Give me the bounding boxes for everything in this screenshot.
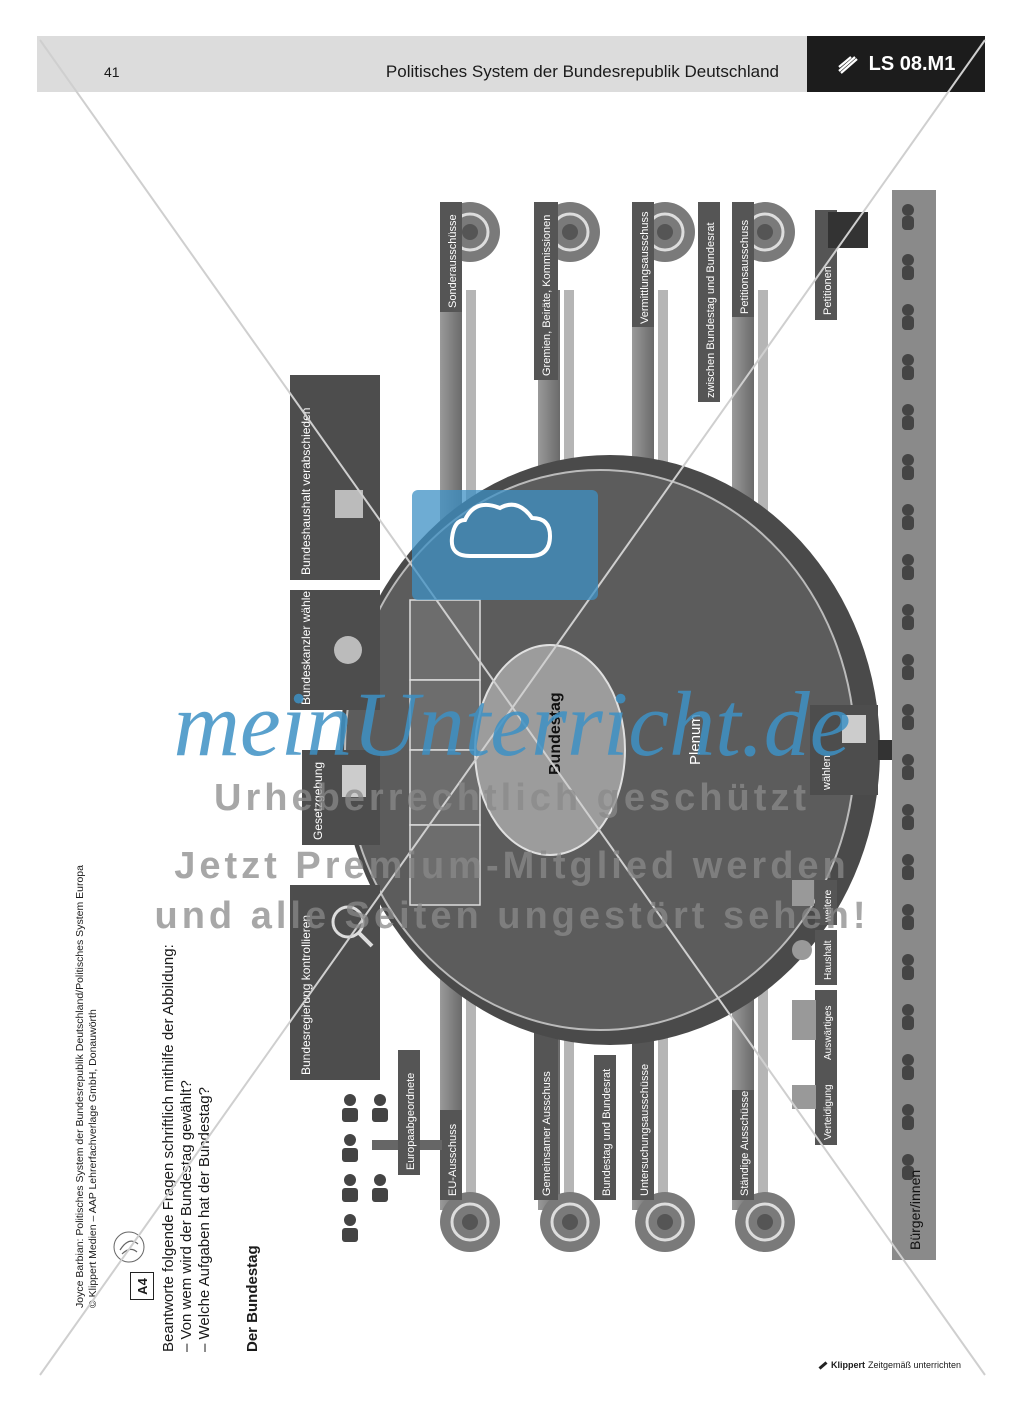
bundestag-label: Bundestag	[547, 692, 564, 775]
committee-vermittlung-detail: zwischen Bundestag und Bundesrat	[705, 222, 717, 398]
copyright-line-1: Joyce Barbian: Politisches System der Bu…	[74, 865, 86, 1308]
plenum-label: Plenum	[687, 714, 704, 765]
coins-icon	[792, 940, 812, 960]
committee-petitionsausschuss: Petitionsausschuss	[739, 219, 751, 314]
task-gesetzgebung: Gesetzgebung	[311, 762, 325, 840]
footer: Klippert Zeitgemäß unterrichten	[818, 1360, 961, 1370]
klippert-logo-icon	[818, 1361, 828, 1370]
standing-weitere: weitere	[823, 889, 834, 923]
petitionen-label: Petitionen	[822, 266, 834, 315]
buerger-label: Bürger/innen	[907, 1170, 923, 1250]
committee-staendige-ausschuesse: Ständige Ausschüsse	[739, 1091, 751, 1196]
standing-haushalt: Haushalt	[823, 940, 834, 980]
committee-eu-ausschuss: EU-Ausschuss	[447, 1123, 459, 1196]
page-number: 41	[104, 64, 120, 80]
government-bench	[409, 599, 481, 906]
task-intro: Beantworte folgende Fragen schriftlich m…	[160, 944, 177, 1352]
petitionen-group: Petitionen	[815, 210, 868, 320]
section-heading: Der Bundestag	[244, 1245, 261, 1352]
task-question-1: – Von wem wird der Bundestag gewählt?	[178, 1080, 195, 1352]
chancellor-icon	[334, 636, 362, 664]
signpost-icon	[792, 1000, 816, 1040]
standing-auswaertiges: Auswärtiges	[823, 1006, 834, 1060]
puzzle-icon	[792, 880, 814, 906]
tank-icon	[792, 1085, 816, 1109]
petition-document-icon	[828, 212, 868, 248]
task-bundesregierung-kontrollieren: Bundesregierung kontrollieren	[299, 915, 313, 1075]
footer-tagline: Zeitgemäß unterrichten	[868, 1360, 962, 1370]
klippert-medien-logo-icon	[113, 1231, 145, 1263]
copyright-notice: Joyce Barbian: Politisches System der Bu…	[74, 865, 100, 1308]
task-question-2: – Welche Aufgaben hat der Bundestag?	[196, 1087, 213, 1352]
committee-gemeinsamer-ausschuss: Gemeinsamer Ausschuss	[541, 1071, 553, 1196]
europa-label: Europaabgeordnete	[405, 1073, 417, 1170]
task-text: Beantworte folgende Fragen schriftlich m…	[160, 944, 214, 1352]
pencil-icon	[837, 56, 858, 74]
task-bundeskanzler-waehlen: Bundeskanzler wählen	[299, 584, 313, 705]
committee-vermittlungsausschuss: Vermittlungsausschuss	[639, 211, 651, 324]
worksheet-code: LS 08.M1	[807, 36, 985, 92]
bundestag-diagram: Bürger/innen Sonderausschüsse Gremien, B…	[290, 190, 936, 1260]
committee-untersuchungsausschuesse: Untersuchungsausschüsse	[639, 1064, 651, 1196]
left-committee-labels: EU-Ausschuss Gemeinsamer Ausschuss Bunde…	[440, 1020, 754, 1200]
footer-brand: Klippert	[831, 1360, 866, 1370]
standing-verteidigung: Verteidigung	[823, 1084, 834, 1140]
committee-gremien: Gremien, Beiräte, Kommissionen	[541, 215, 553, 376]
law-document-icon	[342, 765, 366, 797]
committee-sonderausschuesse: Sonderausschüsse	[447, 214, 459, 308]
task-label: A4	[134, 1277, 150, 1295]
waehlen-label: wählen	[821, 755, 833, 791]
page-title: Politisches System der Bundesrepublik De…	[385, 62, 779, 81]
budget-icon	[335, 490, 363, 518]
worksheet-code-text: LS 08.M1	[868, 52, 956, 75]
task-bundeshaushalt-verabschieden: Bundeshaushalt verabschieden	[299, 408, 313, 575]
ballot-box-icon	[842, 715, 866, 743]
task-label-box: A4	[130, 1272, 154, 1300]
committee-bundestag-bundesrat: Bundestag und Bundesrat	[601, 1069, 613, 1196]
waehlen-group: wählen	[810, 705, 892, 795]
copyright-line-2: © Klippert Medien – AAP Lehrerfachverlag…	[87, 1009, 99, 1308]
